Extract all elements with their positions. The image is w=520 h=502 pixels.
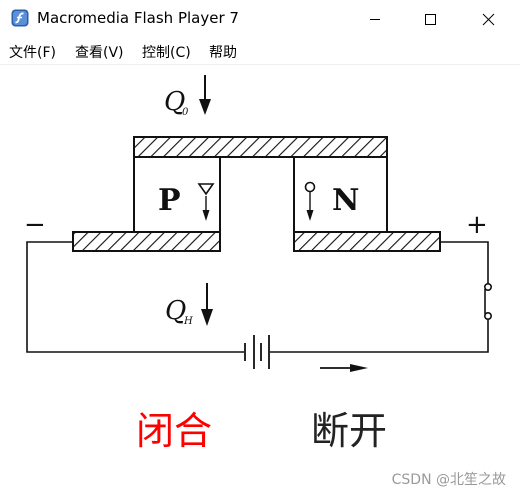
circuit-wire <box>26 241 489 353</box>
menu-help[interactable]: 帮助 <box>209 45 237 61</box>
minimize-icon <box>370 19 380 20</box>
close-icon <box>482 13 495 26</box>
heat-in-arrow <box>199 75 211 115</box>
svg-text:0: 0 <box>182 107 189 118</box>
menu-control[interactable]: 控制(C) <box>142 45 191 61</box>
hole-carrier-icon <box>197 183 215 221</box>
svg-text:H: H <box>183 316 193 327</box>
close-button[interactable] <box>466 0 512 38</box>
flash-stage[interactable]: Q 0 P N − + Q <box>0 65 520 497</box>
battery-icon <box>244 335 270 369</box>
title-bar: Macromedia Flash Player 7 <box>0 0 520 38</box>
maximize-icon <box>425 14 436 25</box>
minus-sign: − <box>24 210 46 240</box>
window-title: Macromedia Flash Player 7 <box>37 9 239 27</box>
open-state-label[interactable]: 断开 <box>311 409 388 453</box>
flash-player-icon <box>11 9 29 27</box>
switch[interactable] <box>483 283 492 321</box>
menu-view[interactable]: 查看(V) <box>75 45 124 61</box>
bottom-left-plate <box>72 231 221 252</box>
electron-carrier-icon <box>304 181 316 221</box>
svg-text:Q: Q <box>164 87 185 117</box>
menu-file[interactable]: 文件(F) <box>9 45 56 61</box>
peltier-diagram: Q 0 P N − + Q <box>24 75 492 372</box>
plus-sign: + <box>466 210 488 240</box>
closed-state-label[interactable]: 闭合 <box>136 409 213 453</box>
p-label: P <box>158 183 181 218</box>
heat-out-arrow <box>201 283 213 326</box>
current-direction-arrow <box>320 364 368 372</box>
heat-out-label: Q H <box>165 296 193 327</box>
svg-text:Q: Q <box>165 296 186 326</box>
heat-in-label: Q 0 <box>164 87 189 118</box>
maximize-button[interactable] <box>408 0 454 38</box>
n-semiconductor <box>293 156 388 233</box>
menu-divider <box>0 64 520 65</box>
bottom-right-plate <box>293 231 441 252</box>
top-conductor-plate <box>133 136 388 158</box>
n-label: N <box>332 183 359 218</box>
csdn-watermark: CSDN @北笙之故 <box>391 472 506 488</box>
minimize-button[interactable] <box>352 0 398 38</box>
menu-bar: 文件(F) 查看(V) 控制(C) 帮助 <box>0 38 520 64</box>
